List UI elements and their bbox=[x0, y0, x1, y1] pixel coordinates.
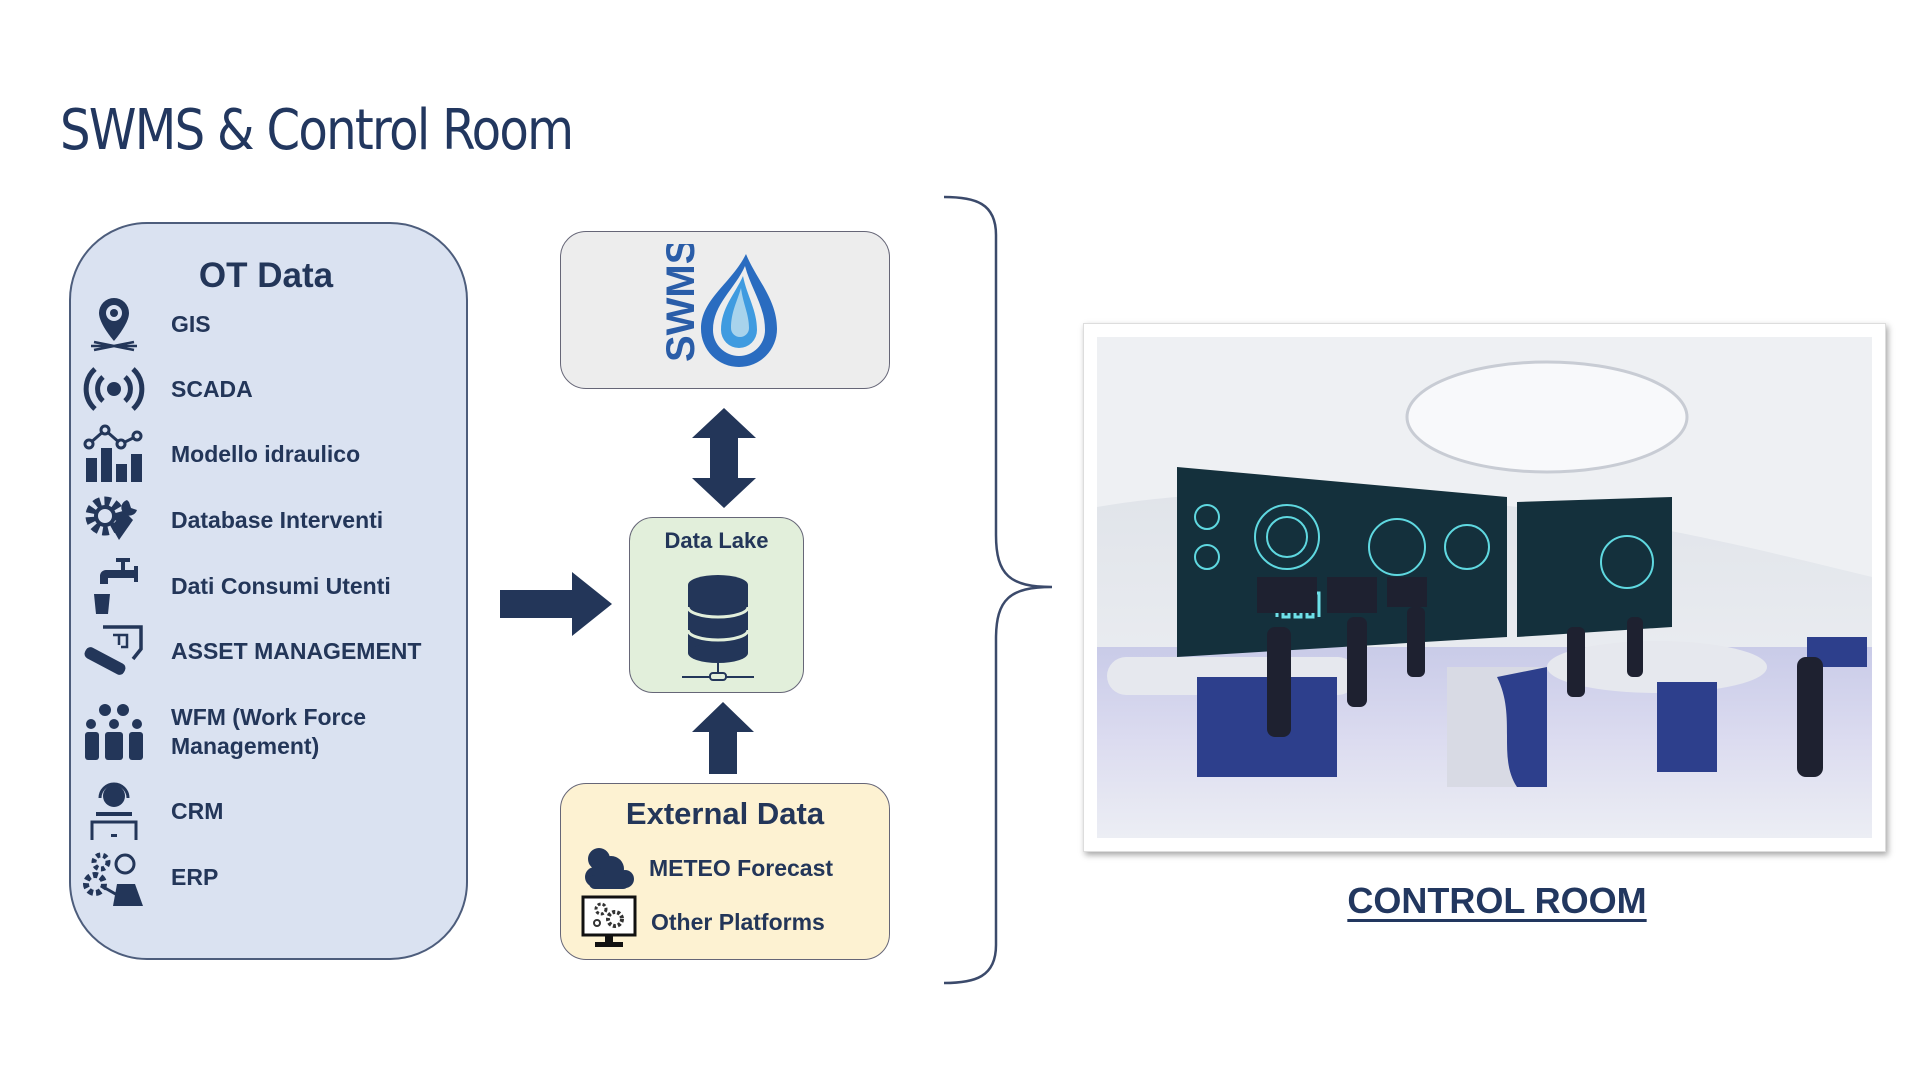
page-title: SWMS & Control Room bbox=[60, 98, 574, 163]
ot-item-label: GIS bbox=[171, 310, 211, 337]
arrow-external-to-lake bbox=[692, 702, 754, 774]
external-item-other-platforms: Other Platforms bbox=[581, 895, 825, 948]
ot-item-label: Dati Consumi Utenti bbox=[171, 572, 391, 599]
right-brace bbox=[943, 195, 1053, 985]
water-tap-icon bbox=[81, 556, 147, 616]
control-room-label: CONTROL ROOM bbox=[1347, 880, 1647, 921]
ot-item-modello: Modello idraulico bbox=[81, 424, 461, 484]
bar-chart-icon bbox=[81, 424, 147, 484]
data-lake-box: Data Lake bbox=[629, 517, 804, 693]
ot-item-label: ERP bbox=[171, 863, 219, 890]
control-room-image bbox=[1097, 337, 1872, 838]
ot-item-dati-consumi: Dati Consumi Utenti bbox=[81, 556, 461, 616]
map-pin-icon bbox=[81, 294, 147, 354]
ot-data-panel: OT Data GIS SCADA Modello idraulico Data… bbox=[69, 222, 468, 960]
ot-item-database-interventi: Database Interventi bbox=[81, 490, 461, 550]
ot-item-scada: SCADA bbox=[81, 359, 461, 419]
external-item-label: METEO Forecast bbox=[649, 854, 834, 881]
ot-item-label: Database Interventi bbox=[171, 506, 384, 533]
headset-operator-icon bbox=[81, 781, 147, 841]
arrow-ot-to-lake bbox=[500, 572, 612, 636]
gears-worker-icon bbox=[81, 847, 147, 907]
ot-item-label: Modello idraulico bbox=[171, 440, 361, 467]
signal-broadcast-icon bbox=[81, 359, 147, 419]
monitor-gears-icon bbox=[581, 895, 637, 947]
ot-item-crm: CRM bbox=[81, 781, 461, 841]
ot-data-title: OT Data bbox=[198, 256, 334, 295]
bidirectional-arrow bbox=[692, 408, 756, 508]
team-icon bbox=[81, 702, 147, 762]
external-item-meteo: METEO Forecast bbox=[581, 842, 833, 894]
ot-item-gis: GIS bbox=[81, 294, 461, 354]
database-icon bbox=[682, 575, 754, 681]
ot-item-label: ASSET MANAGEMENT bbox=[171, 637, 422, 664]
external-item-label: Other Platforms bbox=[651, 908, 825, 935]
external-data-title: External Data bbox=[625, 796, 825, 831]
ot-item-erp: ERP bbox=[81, 847, 461, 907]
ot-item-label: CRM bbox=[171, 797, 224, 824]
data-lake-title: Data Lake bbox=[664, 528, 769, 553]
cloud-icon bbox=[585, 848, 634, 889]
swms-logo: SWMS bbox=[659, 244, 777, 367]
control-room-photo bbox=[1083, 323, 1886, 852]
swms-logo-box: SWMS bbox=[560, 231, 890, 389]
gear-wrench-icon bbox=[81, 490, 147, 550]
swms-logo-text: SWMS bbox=[659, 244, 703, 362]
pipe-blueprint-icon bbox=[81, 621, 147, 681]
external-data-box: External Data METEO Forecast Other Platf… bbox=[560, 783, 890, 960]
ot-item-label: WFM (Work Force Management) bbox=[171, 704, 367, 759]
ot-item-label: SCADA bbox=[171, 375, 253, 402]
ot-item-wfm: WFM (Work Force Management) bbox=[81, 699, 461, 765]
ot-item-asset-management: ASSET MANAGEMENT bbox=[81, 621, 461, 681]
